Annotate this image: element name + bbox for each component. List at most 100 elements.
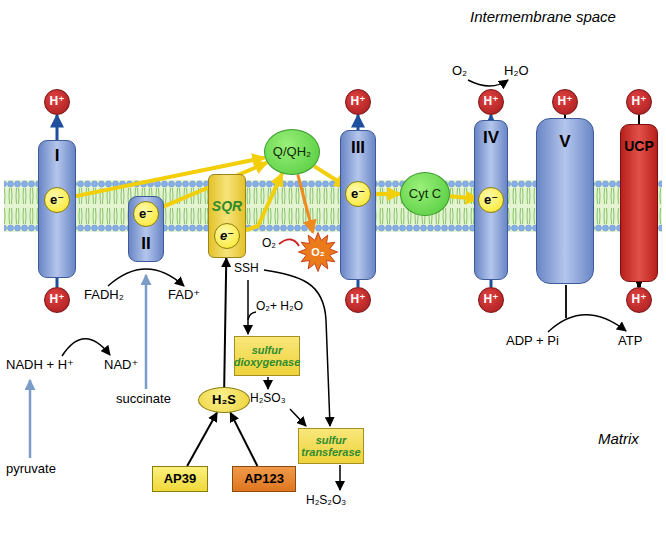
text-label: SSH bbox=[234, 262, 259, 276]
connector bbox=[230, 413, 257, 466]
text-label: FADH₂ bbox=[84, 288, 124, 303]
proton: H⁺ bbox=[345, 287, 371, 313]
electron: e⁻ bbox=[133, 201, 159, 227]
node-text: H⁺ bbox=[50, 293, 65, 306]
donor-box: AP39 bbox=[152, 466, 208, 492]
node-text: Cyt C bbox=[409, 187, 442, 201]
proton: H⁺ bbox=[345, 89, 371, 115]
sulfur-path bbox=[290, 409, 306, 426]
reaction-arc bbox=[548, 315, 626, 332]
node-text: H⁺ bbox=[558, 95, 573, 108]
node-text: sulfur transferase bbox=[301, 434, 360, 458]
connector bbox=[56, 115, 59, 140]
complex-box: III e⁻ bbox=[340, 130, 376, 280]
burst-outline bbox=[299, 233, 338, 272]
text-label: ADP + Pi bbox=[506, 334, 559, 349]
node-text: O₂ bbox=[311, 246, 324, 258]
text-label: NAD⁺ bbox=[104, 358, 138, 373]
node-text: I bbox=[55, 147, 60, 166]
enzyme-box: sulfur transferase bbox=[298, 428, 364, 464]
sulfur-path bbox=[339, 465, 341, 490]
connector bbox=[224, 258, 226, 387]
node-text: e⁻ bbox=[50, 193, 64, 207]
enzyme-box: sulfur dioxygenase bbox=[234, 336, 300, 376]
node-text: e⁻ bbox=[139, 207, 153, 221]
oxygen-leak-arc bbox=[279, 239, 299, 246]
node-text: e⁻ bbox=[351, 187, 365, 201]
node-text: H₂S bbox=[212, 393, 236, 407]
electron: e⁻ bbox=[214, 223, 240, 249]
reaction-arc bbox=[108, 269, 184, 286]
connector bbox=[56, 278, 59, 287]
sulfur-path bbox=[248, 312, 256, 320]
atp-synthase-line bbox=[565, 285, 567, 318]
text-label: FAD⁺ bbox=[168, 288, 200, 303]
cytochrome-c: Cyt C bbox=[400, 172, 450, 216]
complex-box: IV e⁻ bbox=[474, 120, 508, 280]
text-label: Matrix bbox=[598, 430, 639, 447]
proton: H⁺ bbox=[552, 89, 578, 115]
text-label: NADH + H⁺ bbox=[6, 358, 74, 373]
proton: H⁺ bbox=[44, 89, 70, 115]
text-label: succinate bbox=[116, 392, 171, 407]
node-text: sulfur dioxygenase bbox=[234, 344, 301, 368]
proton: H⁺ bbox=[478, 89, 504, 115]
connector bbox=[638, 115, 640, 124]
text-label: pyruvate bbox=[6, 462, 56, 477]
quinone-pool: Q/QH₂ bbox=[264, 129, 320, 175]
node-text: H⁺ bbox=[632, 95, 647, 108]
node-text: H⁺ bbox=[351, 95, 366, 108]
text-label: O₂ bbox=[452, 64, 467, 79]
proton: H⁺ bbox=[44, 287, 70, 313]
node-text: Q/QH₂ bbox=[273, 145, 311, 159]
node-text: III bbox=[351, 139, 365, 158]
complex-box: Ie⁻ bbox=[38, 140, 76, 278]
electron: e⁻ bbox=[478, 187, 504, 213]
node-text: e⁻ bbox=[484, 193, 498, 207]
node-text: AP123 bbox=[244, 472, 284, 486]
node-text: IV bbox=[483, 129, 499, 148]
pyruvate-arrow bbox=[29, 380, 32, 458]
node-text: SQR bbox=[212, 199, 242, 214]
node-text: II bbox=[141, 235, 150, 254]
text-label: O₂ bbox=[262, 237, 276, 251]
donor-box: AP123 bbox=[232, 466, 296, 492]
text-label: Intermembrane space bbox=[470, 8, 616, 25]
uncoupling-protein: UCP bbox=[620, 124, 658, 282]
complex-box: V bbox=[536, 118, 594, 284]
connector bbox=[298, 175, 313, 233]
node-text: H⁺ bbox=[632, 293, 647, 306]
connector bbox=[187, 413, 217, 467]
text-label: H₂O bbox=[504, 64, 529, 79]
text-label: H₂S₂O₃ bbox=[306, 494, 346, 508]
electron: e⁻ bbox=[44, 187, 70, 213]
proton: H⁺ bbox=[626, 89, 652, 115]
complex-box: II e⁻ bbox=[128, 196, 164, 262]
node-text: AP39 bbox=[164, 472, 197, 486]
connector bbox=[357, 280, 360, 287]
proton: H⁺ bbox=[478, 287, 504, 313]
node-text: H⁺ bbox=[484, 95, 499, 108]
connector bbox=[490, 280, 493, 287]
node-text: V bbox=[559, 133, 570, 152]
electron: e⁻ bbox=[345, 181, 371, 207]
succinate-arrow bbox=[145, 275, 148, 389]
connector bbox=[357, 115, 360, 130]
node-text: H⁺ bbox=[351, 293, 366, 306]
molecule-ellipse: H₂S bbox=[198, 387, 250, 413]
proton: H⁺ bbox=[626, 287, 652, 313]
sulfur-path bbox=[247, 280, 249, 334]
reaction-arc bbox=[468, 80, 508, 86]
complex-box: SQR e⁻ bbox=[208, 174, 246, 258]
reaction-arc bbox=[62, 339, 110, 356]
node-text: H⁺ bbox=[50, 95, 65, 108]
text-label: O₂+ H₂O bbox=[256, 300, 303, 314]
text-label: H₂SO₃ bbox=[250, 392, 286, 406]
node-text: H⁺ bbox=[484, 293, 499, 306]
node-text: e⁻ bbox=[220, 229, 234, 243]
text-label: ATP bbox=[618, 334, 642, 349]
node-text: UCP bbox=[624, 139, 654, 154]
sulfur-path bbox=[267, 377, 269, 389]
superoxide-burst: O₂ bbox=[298, 232, 338, 272]
